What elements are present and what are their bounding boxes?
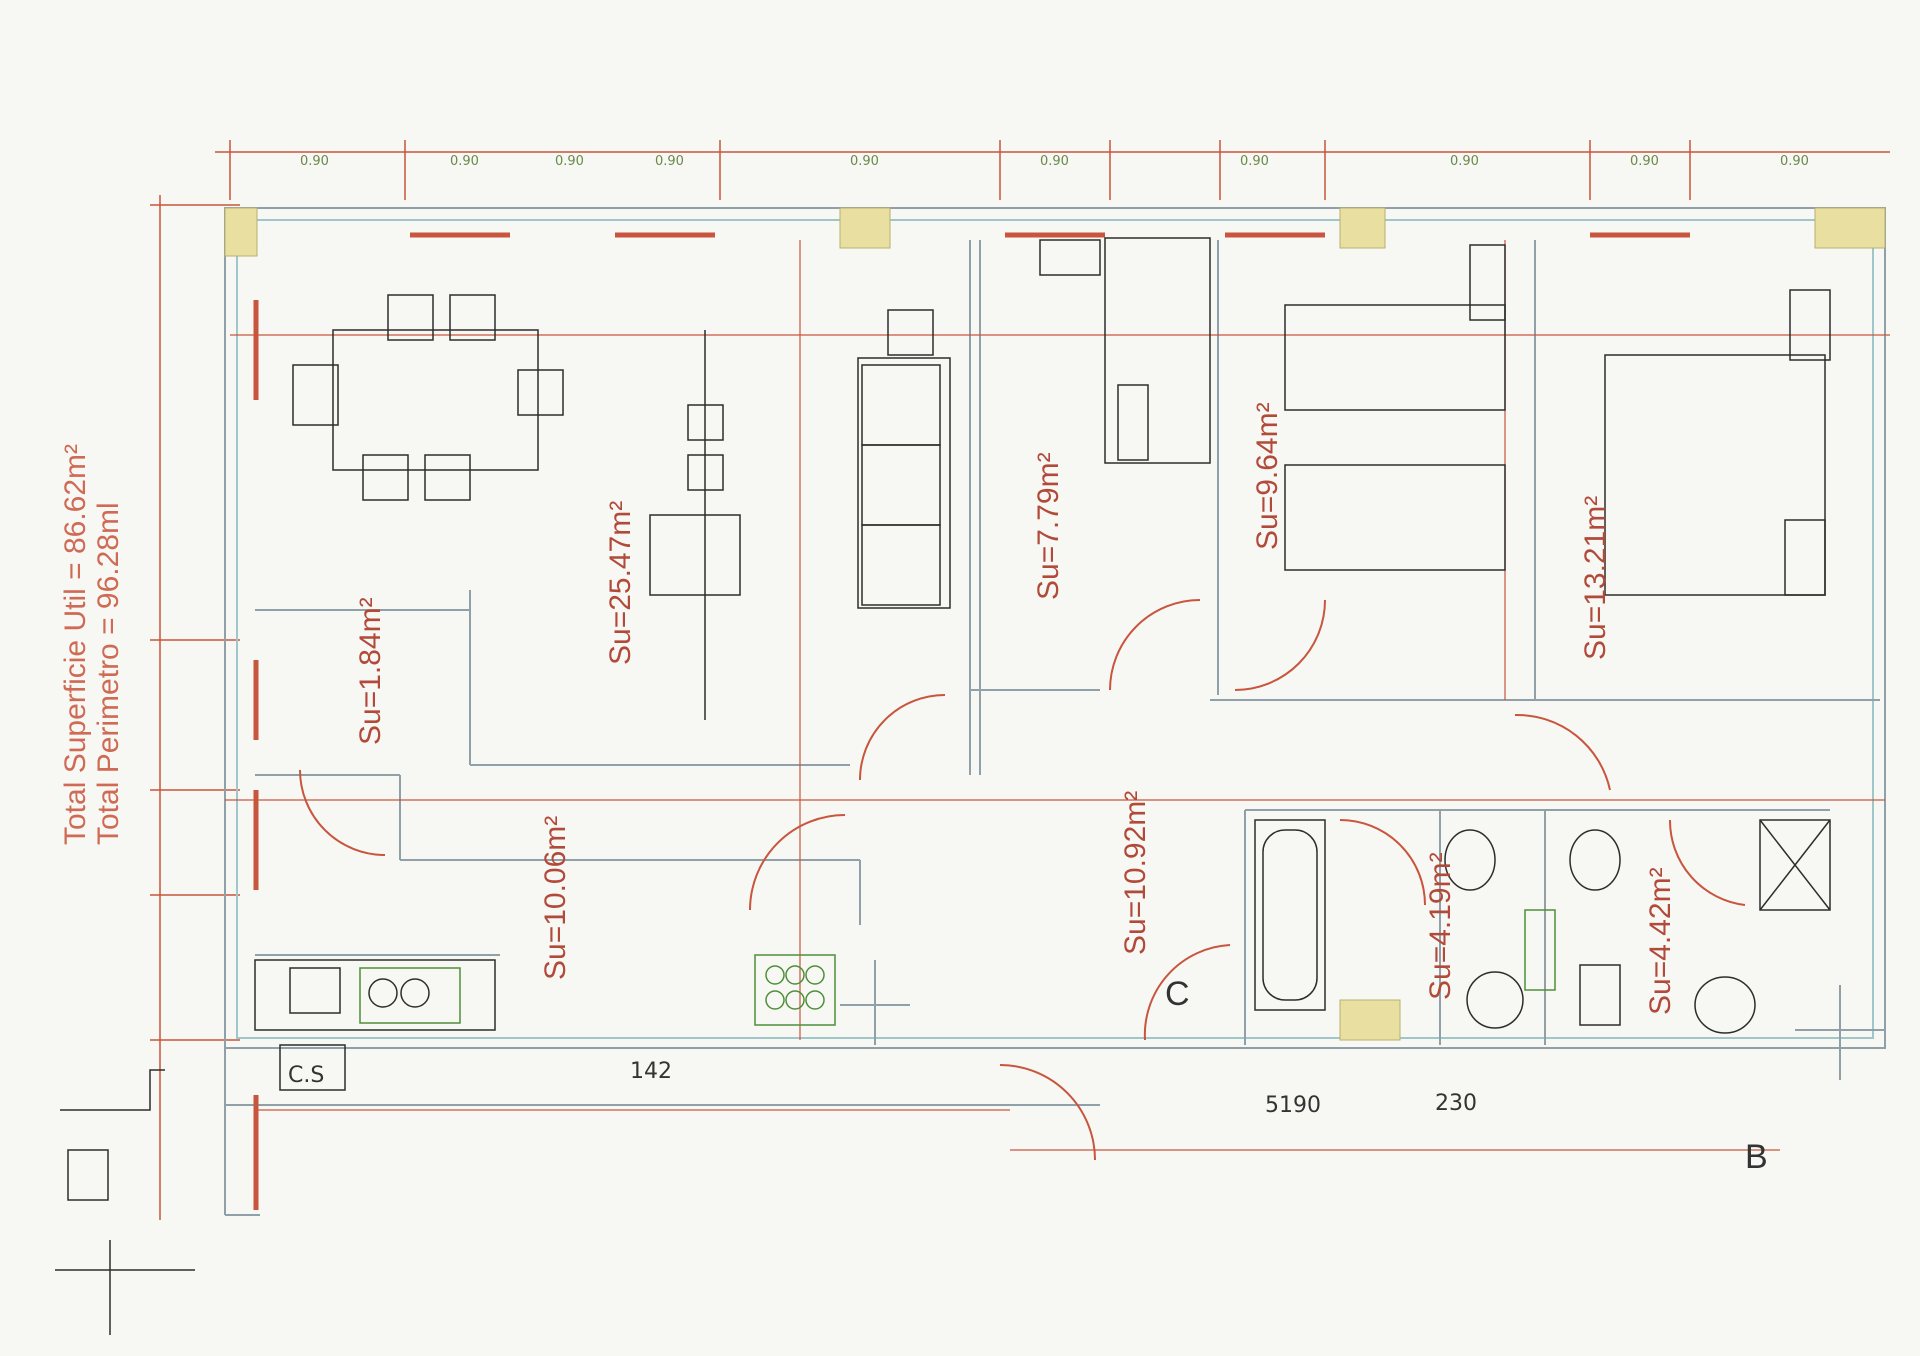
svg-text:0.90: 0.90 — [1040, 154, 1069, 169]
note-corridor: 230 — [1435, 1091, 1477, 1116]
note-kitchen: 142 — [630, 1059, 672, 1084]
beds — [1039, 237, 1831, 596]
room-label-bedroom-small: Su=7.79m² — [1032, 452, 1065, 600]
room-label-living: Su=25.47m² — [604, 501, 637, 665]
svg-text:0.90: 0.90 — [1240, 154, 1269, 169]
plan-crosses — [840, 960, 1885, 1080]
room-label-bedroom-large: Su=13.21m² — [1579, 496, 1612, 660]
room-label-storage: Su=1.84m² — [354, 597, 387, 745]
room-label-kitchen: Su=10.06m² — [539, 816, 572, 980]
total-perimeter: Total Perimetro = 96.28ml — [92, 502, 125, 845]
room-label-bath-1: Su=4.19m² — [1424, 852, 1457, 1000]
top-dimension-line — [215, 140, 1890, 200]
outer-walls — [224, 207, 1886, 1216]
axis-lines — [225, 240, 1890, 1151]
kitchen-fixtures — [254, 954, 836, 1091]
sofa — [649, 309, 951, 720]
dining-set — [292, 294, 564, 501]
bath-fixtures — [1254, 819, 1831, 1034]
note-shaft: C.S — [288, 1063, 324, 1088]
svg-text:0.90: 0.90 — [850, 154, 879, 169]
door-arcs — [299, 599, 1746, 1161]
svg-text:0.90: 0.90 — [1630, 154, 1659, 169]
svg-text:0.90: 0.90 — [450, 154, 479, 169]
room-label-hall: Su=10.92m² — [1119, 791, 1152, 955]
note-bath: 5190 — [1265, 1093, 1321, 1118]
total-area: Total Superficie Util = 86.62m² — [59, 444, 92, 845]
window-segments — [253, 232, 1690, 1210]
svg-text:0.90: 0.90 — [555, 154, 584, 169]
interior-walls — [255, 240, 1880, 1045]
axis-marker-b: B — [1745, 1138, 1768, 1176]
room-label-bedroom-middle: Su=9.64m² — [1251, 402, 1284, 550]
pillars — [224, 207, 1886, 1041]
svg-text:0.90: 0.90 — [1450, 154, 1479, 169]
svg-text:0.90: 0.90 — [1780, 154, 1809, 169]
dimension-marks: 0.90 0.90 0.90 0.90 0.90 0.90 0.90 0.90 … — [300, 154, 1809, 169]
svg-text:0.90: 0.90 — [655, 154, 684, 169]
column-detail — [55, 1069, 195, 1335]
axis-marker-c: C — [1165, 975, 1190, 1013]
room-label-bath-2: Su=4.42m² — [1644, 867, 1677, 1015]
svg-text:0.90: 0.90 — [300, 154, 329, 169]
